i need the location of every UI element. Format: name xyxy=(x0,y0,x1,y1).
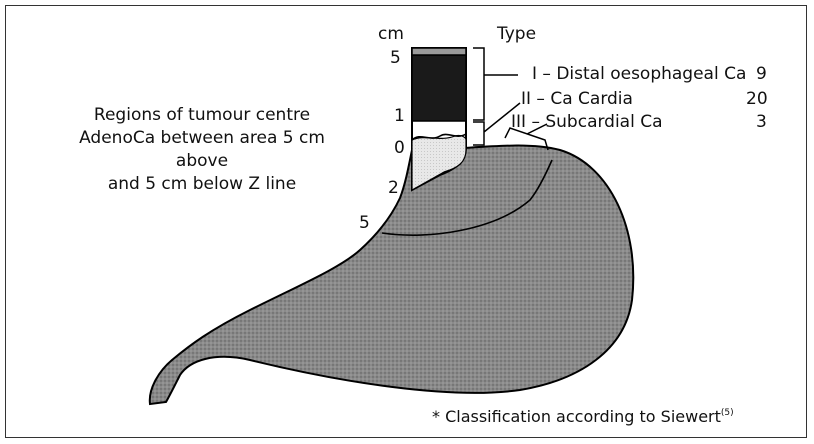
classification-footnote: * Classification according to Siewert(5) xyxy=(432,407,734,426)
type-II-name: Ca Cardia xyxy=(550,89,633,109)
type-header: Type xyxy=(497,26,536,43)
type-I-count: 9 xyxy=(756,66,767,83)
type-III-name: Subcardial Ca xyxy=(545,112,662,132)
footnote-reference: (5) xyxy=(721,408,734,418)
scale-mark-1: 1 xyxy=(394,108,405,125)
footnote-text: * Classification according to Siewert xyxy=(432,407,721,426)
type-III-count: 3 xyxy=(756,114,767,131)
regions-description: Regions of tumour centre AdenoCa between… xyxy=(52,104,352,196)
type-II-numeral: II xyxy=(521,89,531,109)
oesophagus-dark-segment xyxy=(412,55,466,121)
type-II-count: 20 xyxy=(746,91,768,108)
type-I-name: Distal oesophageal Ca xyxy=(556,64,746,84)
type-I-label: I – Distal oesophageal Ca xyxy=(532,66,746,83)
type-III-numeral: III xyxy=(511,112,526,132)
cm-header: cm xyxy=(378,26,404,43)
type-I-numeral: I xyxy=(532,64,537,84)
scale-mark-5-bottom: 5 xyxy=(359,215,370,232)
scale-mark-2: 2 xyxy=(388,180,399,197)
description-line-3: and 5 cm below Z line xyxy=(52,173,352,196)
type-II-label: II – Ca Cardia xyxy=(521,91,633,108)
scale-mark-5-top: 5 xyxy=(390,50,401,67)
oesophagus-top-cap xyxy=(412,48,466,55)
scale-mark-0: 0 xyxy=(394,140,405,157)
type-III-label: III – Subcardial Ca xyxy=(511,114,663,131)
description-line-2: AdenoCa between area 5 cm above xyxy=(52,127,352,173)
description-line-1: Regions of tumour centre xyxy=(52,104,352,127)
